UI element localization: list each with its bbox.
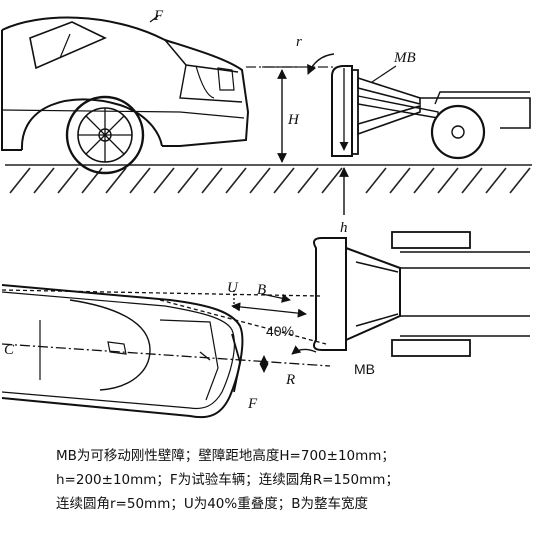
radius-r-arrow xyxy=(307,53,335,75)
overlap-percent-label: 40% xyxy=(266,323,294,339)
center-label: C xyxy=(4,342,15,358)
side-view: F r MB H h xyxy=(1,8,532,236)
radius-r-label-side: r xyxy=(296,34,302,50)
ground-hatching xyxy=(5,164,532,194)
radius-r-label-top: R xyxy=(285,372,295,388)
overlap-lines xyxy=(1,289,331,373)
barrier-top xyxy=(313,231,530,357)
barrier-side xyxy=(331,65,531,160)
vehicle-label-side: F xyxy=(153,8,164,24)
overlap-label: U xyxy=(227,280,239,296)
barrier-label-top: MB xyxy=(354,361,375,377)
test-vehicle-top xyxy=(1,284,244,419)
barrier-label-side: MB xyxy=(393,50,416,66)
caption-line-2: h=200±10mm；F为试验车辆；连续圆角R=150mm； xyxy=(56,472,399,488)
clearance-label: h xyxy=(340,220,348,236)
figure-caption: MB为可移动刚性壁障；壁障距地高度H=700±10mm； h=200±10mm；… xyxy=(56,444,526,516)
top-view: U B 40% C R MB F xyxy=(1,231,530,419)
width-label: B xyxy=(257,282,266,298)
vehicle-label-top: F xyxy=(247,396,258,412)
caption-line-3: 连续圆角r=50mm；U为40%重叠度；B为整车宽度 xyxy=(56,496,368,512)
test-vehicle-side xyxy=(1,15,250,175)
caption-line-1: MB为可移动刚性壁障；壁障距地高度H=700±10mm； xyxy=(56,448,395,464)
height-label: H xyxy=(287,112,300,128)
